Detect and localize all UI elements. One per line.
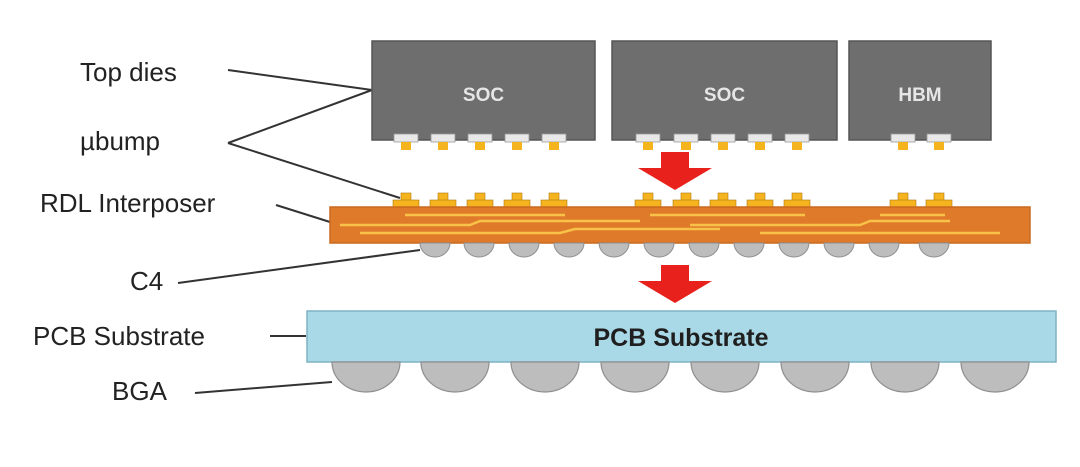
microbump-pad — [635, 133, 661, 143]
leader-ubump-lower — [227, 142, 401, 199]
die-soc-2: SOC — [611, 40, 838, 141]
die-body — [611, 40, 838, 141]
trace — [360, 227, 720, 235]
c4-bump — [778, 242, 810, 258]
die-label: SOC — [704, 85, 745, 106]
leader-rdl-interposer — [275, 204, 331, 223]
microbump-pad — [393, 133, 419, 143]
c4-bump — [553, 242, 585, 258]
die-hbm: HBM — [848, 40, 992, 141]
substrate-label: PCB Substrate — [593, 324, 768, 352]
c4-bump — [823, 242, 855, 258]
bga-ball — [690, 361, 760, 393]
microbump-pad — [747, 133, 773, 143]
microbump — [755, 142, 765, 150]
bga-ball — [331, 361, 401, 393]
microbump — [792, 142, 802, 150]
microbump — [475, 142, 485, 150]
label-top-dies: Top dies — [80, 57, 177, 87]
bga-ball — [510, 361, 580, 393]
leader-bga — [194, 381, 333, 394]
leader-ubump-upper — [227, 89, 373, 144]
c4-bump — [643, 242, 675, 258]
microbump-pad — [673, 133, 699, 143]
microbump — [643, 142, 653, 150]
trace — [340, 219, 640, 227]
microbump-pad — [784, 133, 810, 143]
bga-ball — [780, 361, 850, 393]
bga-ball — [960, 361, 1030, 393]
rdl-interposer — [329, 206, 1031, 244]
microbump — [681, 142, 691, 150]
microbump — [549, 142, 559, 150]
c4-bumps — [419, 242, 950, 258]
c4-bump — [419, 242, 451, 258]
c4-bump — [598, 242, 630, 258]
leader-top-dies — [227, 69, 373, 91]
down-arrow-icon — [638, 265, 712, 303]
microbump — [718, 142, 728, 150]
die-microbumps — [393, 133, 952, 150]
microbump-pad — [541, 133, 567, 143]
bga-ball — [870, 361, 940, 393]
label-bga: BGA — [112, 376, 168, 406]
bga-ball — [600, 361, 670, 393]
microbump — [438, 142, 448, 150]
interposer-microbumps — [392, 192, 953, 209]
microbump — [934, 142, 944, 150]
label-rdl-interposer: RDL Interposer — [40, 188, 216, 218]
microbump-pad — [467, 133, 493, 143]
interposer-traces — [340, 213, 1000, 235]
top-dies: SOC SOC HBM — [371, 40, 992, 141]
microbump — [401, 142, 411, 150]
label-ubump: µbump — [80, 126, 160, 156]
c4-bump — [463, 242, 495, 258]
microbump-pad — [890, 133, 916, 143]
microbump — [512, 142, 522, 150]
leader-c4 — [177, 249, 421, 284]
die-label: SOC — [463, 85, 504, 106]
c4-bump — [688, 242, 720, 258]
bga-ball — [420, 361, 490, 393]
arrows — [638, 152, 712, 303]
c4-bump — [868, 242, 900, 258]
microbump-pad — [504, 133, 530, 143]
substrate-body — [306, 310, 1057, 363]
down-arrow-icon — [638, 152, 712, 190]
die-label: HBM — [898, 85, 941, 106]
c4-bump — [918, 242, 950, 258]
pcb-substrate: PCB Substrate — [306, 310, 1057, 363]
microbump-pad — [430, 133, 456, 143]
c4-bump — [508, 242, 540, 258]
microbump-pad — [926, 133, 952, 143]
microbump — [898, 142, 908, 150]
die-soc-1: SOC — [371, 40, 596, 141]
microbump-pad — [710, 133, 736, 143]
bga-balls — [331, 361, 1030, 393]
label-pcb-substrate: PCB Substrate — [33, 321, 205, 351]
leader-lines — [177, 69, 421, 394]
c4-bump — [733, 242, 765, 258]
trace — [690, 219, 950, 227]
die-body — [848, 40, 992, 141]
label-c4: C4 — [130, 266, 163, 296]
